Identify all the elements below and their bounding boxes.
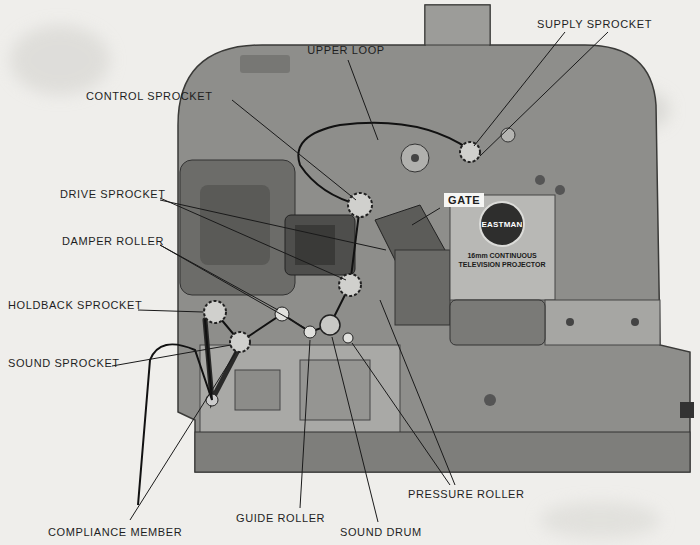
leader-line [112,345,231,366]
part-label: SUPPLY SPROCKET [537,18,652,30]
top-knob [240,55,290,73]
sound-plate [200,345,400,435]
leader-line [380,300,455,485]
drive-sprocket [339,274,361,296]
leader-line [160,245,305,328]
side-knob [680,402,694,418]
lamp-chimney [425,5,490,45]
leader-line [138,310,203,312]
drive-box [450,300,545,345]
part-label: TELEVISION PROJECTOR [459,261,546,269]
holdback-sprocket [204,301,226,323]
sound-sprocket [230,332,250,352]
leader-lines [112,32,608,522]
pulley-hub [411,154,419,162]
leader-line [332,337,378,522]
leader-line [160,198,346,280]
side-panel [180,160,295,295]
sprockets [204,142,480,352]
screw [566,318,574,326]
supply-sprocket [460,142,480,162]
base [195,432,690,472]
name-plate [450,195,555,300]
leader-line [474,32,565,146]
leader-line [480,32,608,156]
roller [501,128,515,142]
paper-smudge [540,502,660,538]
leader-line [232,100,356,200]
pulley [401,144,429,172]
part-label: CONTROL SPROCKET [86,90,213,102]
part-label: HOLDBACK SPROCKET [8,299,142,311]
lens-housing [285,215,355,275]
part-label: GATE [444,193,484,207]
motor-housing [545,300,660,345]
screw [484,394,496,406]
part-label: PRESSURE ROLLER [408,488,525,500]
exciter-housing [300,360,370,420]
paper-smudge [10,25,110,95]
part-label: EASTMAN [482,219,523,231]
leader-line [160,200,386,250]
part-label: GUIDE ROLLER [236,512,325,524]
part-label: SOUND DRUM [340,526,422,538]
part-label: 16mm CONTINUOUS [467,252,536,260]
leader-line [130,352,236,520]
leader-line [352,343,450,485]
part-label: DAMPER ROLLER [62,235,164,247]
leader-line [348,60,378,140]
screw [555,185,565,195]
screw [631,318,639,326]
gate-block [395,250,450,325]
screw [535,175,545,185]
leader-line [412,208,440,225]
part-label: SOUND SPROCKET [8,357,120,369]
part-label: COMPLIANCE MEMBER [48,526,182,538]
sound-head [235,370,280,410]
sound-drum [320,315,340,335]
part-label: DRIVE SPROCKET [60,188,166,200]
part-label: UPPER LOOP [307,44,385,56]
eastman-logo [480,202,524,246]
side-panel-inset [200,185,270,265]
guide-roller [304,326,316,338]
pressure-roller [343,333,353,343]
projector-housing [178,5,690,472]
leader-line [300,340,310,508]
